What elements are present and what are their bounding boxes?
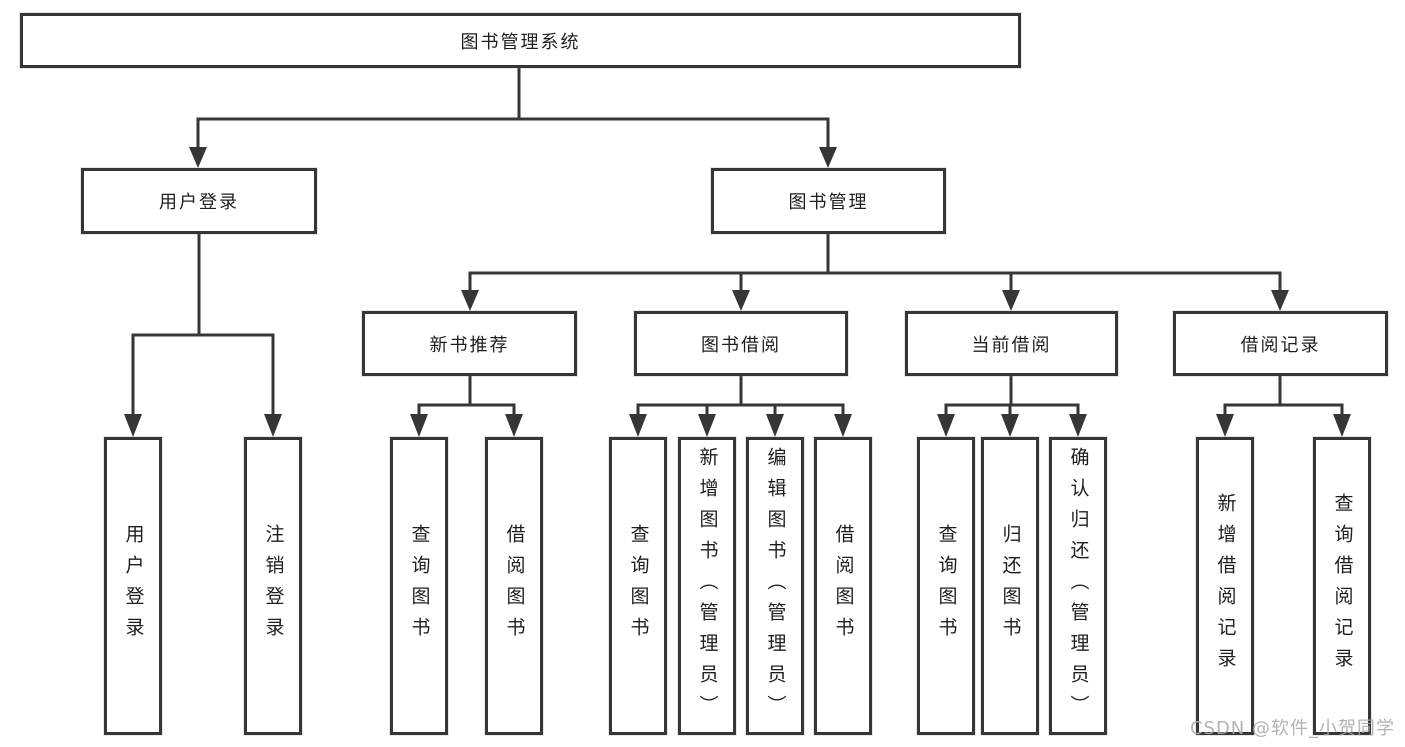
- arrowhead: [819, 147, 837, 168]
- node-cb-query-book-label: 查询图书: [935, 524, 958, 648]
- node-current-borrow: 当前借阅: [905, 311, 1118, 376]
- node-rec-query-book-label: 查询图书: [408, 524, 431, 648]
- node-root-label: 图书管理系统: [460, 31, 581, 53]
- node-rec-borrow-book-label: 借阅图书: [503, 524, 526, 648]
- node-cb-query-book: 查询图书: [917, 437, 975, 735]
- node-bb-query-book-label: 查询图书: [627, 524, 650, 648]
- arrowhead: [1271, 290, 1289, 311]
- node-borrow-record: 借阅记录: [1173, 311, 1388, 376]
- node-new-book-rec-label: 新书推荐: [429, 334, 510, 356]
- arrowhead: [1216, 414, 1234, 437]
- node-leaf-user-login: 用户登录: [104, 437, 162, 735]
- edge-root-children: [196, 66, 830, 151]
- node-leaf-user-login-label: 用户登录: [122, 524, 145, 648]
- arrowhead: [1069, 414, 1087, 437]
- node-new-book-rec: 新书推荐: [362, 311, 577, 376]
- arrowhead: [1333, 414, 1351, 437]
- node-bb-borrow-book: 借阅图书: [814, 437, 872, 735]
- node-cb-confirm-return: 确认归还（管理员）: [1049, 437, 1107, 735]
- edge-current-borrow-children: [944, 374, 1080, 418]
- arrowhead: [937, 414, 955, 437]
- node-cb-return-book-label: 归还图书: [999, 524, 1022, 648]
- node-bb-query-book: 查询图书: [609, 437, 667, 735]
- watermark: CSDN @软件_小贺同学: [1189, 718, 1395, 739]
- node-book-borrow-label: 图书借阅: [701, 334, 781, 356]
- arrowhead: [461, 290, 479, 311]
- node-cb-return-book: 归还图书: [981, 437, 1039, 735]
- node-leaf-logout: 注销登录: [244, 437, 302, 735]
- node-bb-add-book-label: 新增图书（管理员）: [696, 446, 719, 726]
- arrowhead: [1001, 414, 1019, 437]
- node-current-borrow-label: 当前借阅: [971, 334, 1052, 356]
- edge-book-mgmt-children: [468, 232, 1282, 294]
- arrowhead: [505, 414, 523, 437]
- node-cb-confirm-return-label: 确认归还（管理员）: [1067, 446, 1090, 726]
- arrowhead: [124, 414, 142, 437]
- arrowhead: [1002, 290, 1020, 311]
- edge-book-borrow-children: [636, 374, 845, 418]
- node-rec-query-book: 查询图书: [390, 437, 448, 735]
- arrowhead: [732, 290, 750, 311]
- node-br-query-record: 查询借阅记录: [1313, 437, 1371, 735]
- arrowhead: [698, 414, 716, 437]
- edge-user-login-children: [131, 232, 275, 418]
- node-bb-edit-book: 编辑图书（管理员）: [746, 437, 804, 735]
- node-leaf-logout-label: 注销登录: [262, 524, 285, 648]
- node-book-mgmt: 图书管理: [711, 168, 946, 234]
- node-br-add-record-label: 新增借阅记录: [1214, 493, 1237, 679]
- node-br-add-record: 新增借阅记录: [1196, 437, 1254, 735]
- node-root: 图书管理系统: [20, 13, 1021, 68]
- node-bb-add-book: 新增图书（管理员）: [678, 437, 736, 735]
- node-user-login-label: 用户登录: [159, 192, 239, 213]
- arrowhead: [629, 414, 647, 437]
- node-borrow-record-label: 借阅记录: [1240, 334, 1321, 356]
- arrowhead: [410, 414, 428, 437]
- node-br-query-record-label: 查询借阅记录: [1331, 493, 1354, 679]
- arrowhead: [189, 147, 207, 168]
- arrowhead: [766, 414, 784, 437]
- node-rec-borrow-book: 借阅图书: [485, 437, 543, 735]
- edge-borrow-record-children: [1223, 374, 1344, 418]
- node-book-mgmt-label: 图书管理: [788, 192, 869, 213]
- node-bb-edit-book-label: 编辑图书（管理员）: [764, 446, 787, 726]
- arrowhead: [264, 414, 282, 437]
- edge-new-book-rec-children: [417, 374, 516, 418]
- node-user-login: 用户登录: [81, 168, 317, 234]
- arrowhead: [834, 414, 852, 437]
- node-bb-borrow-book-label: 借阅图书: [832, 524, 855, 648]
- node-book-borrow: 图书借阅: [634, 311, 848, 376]
